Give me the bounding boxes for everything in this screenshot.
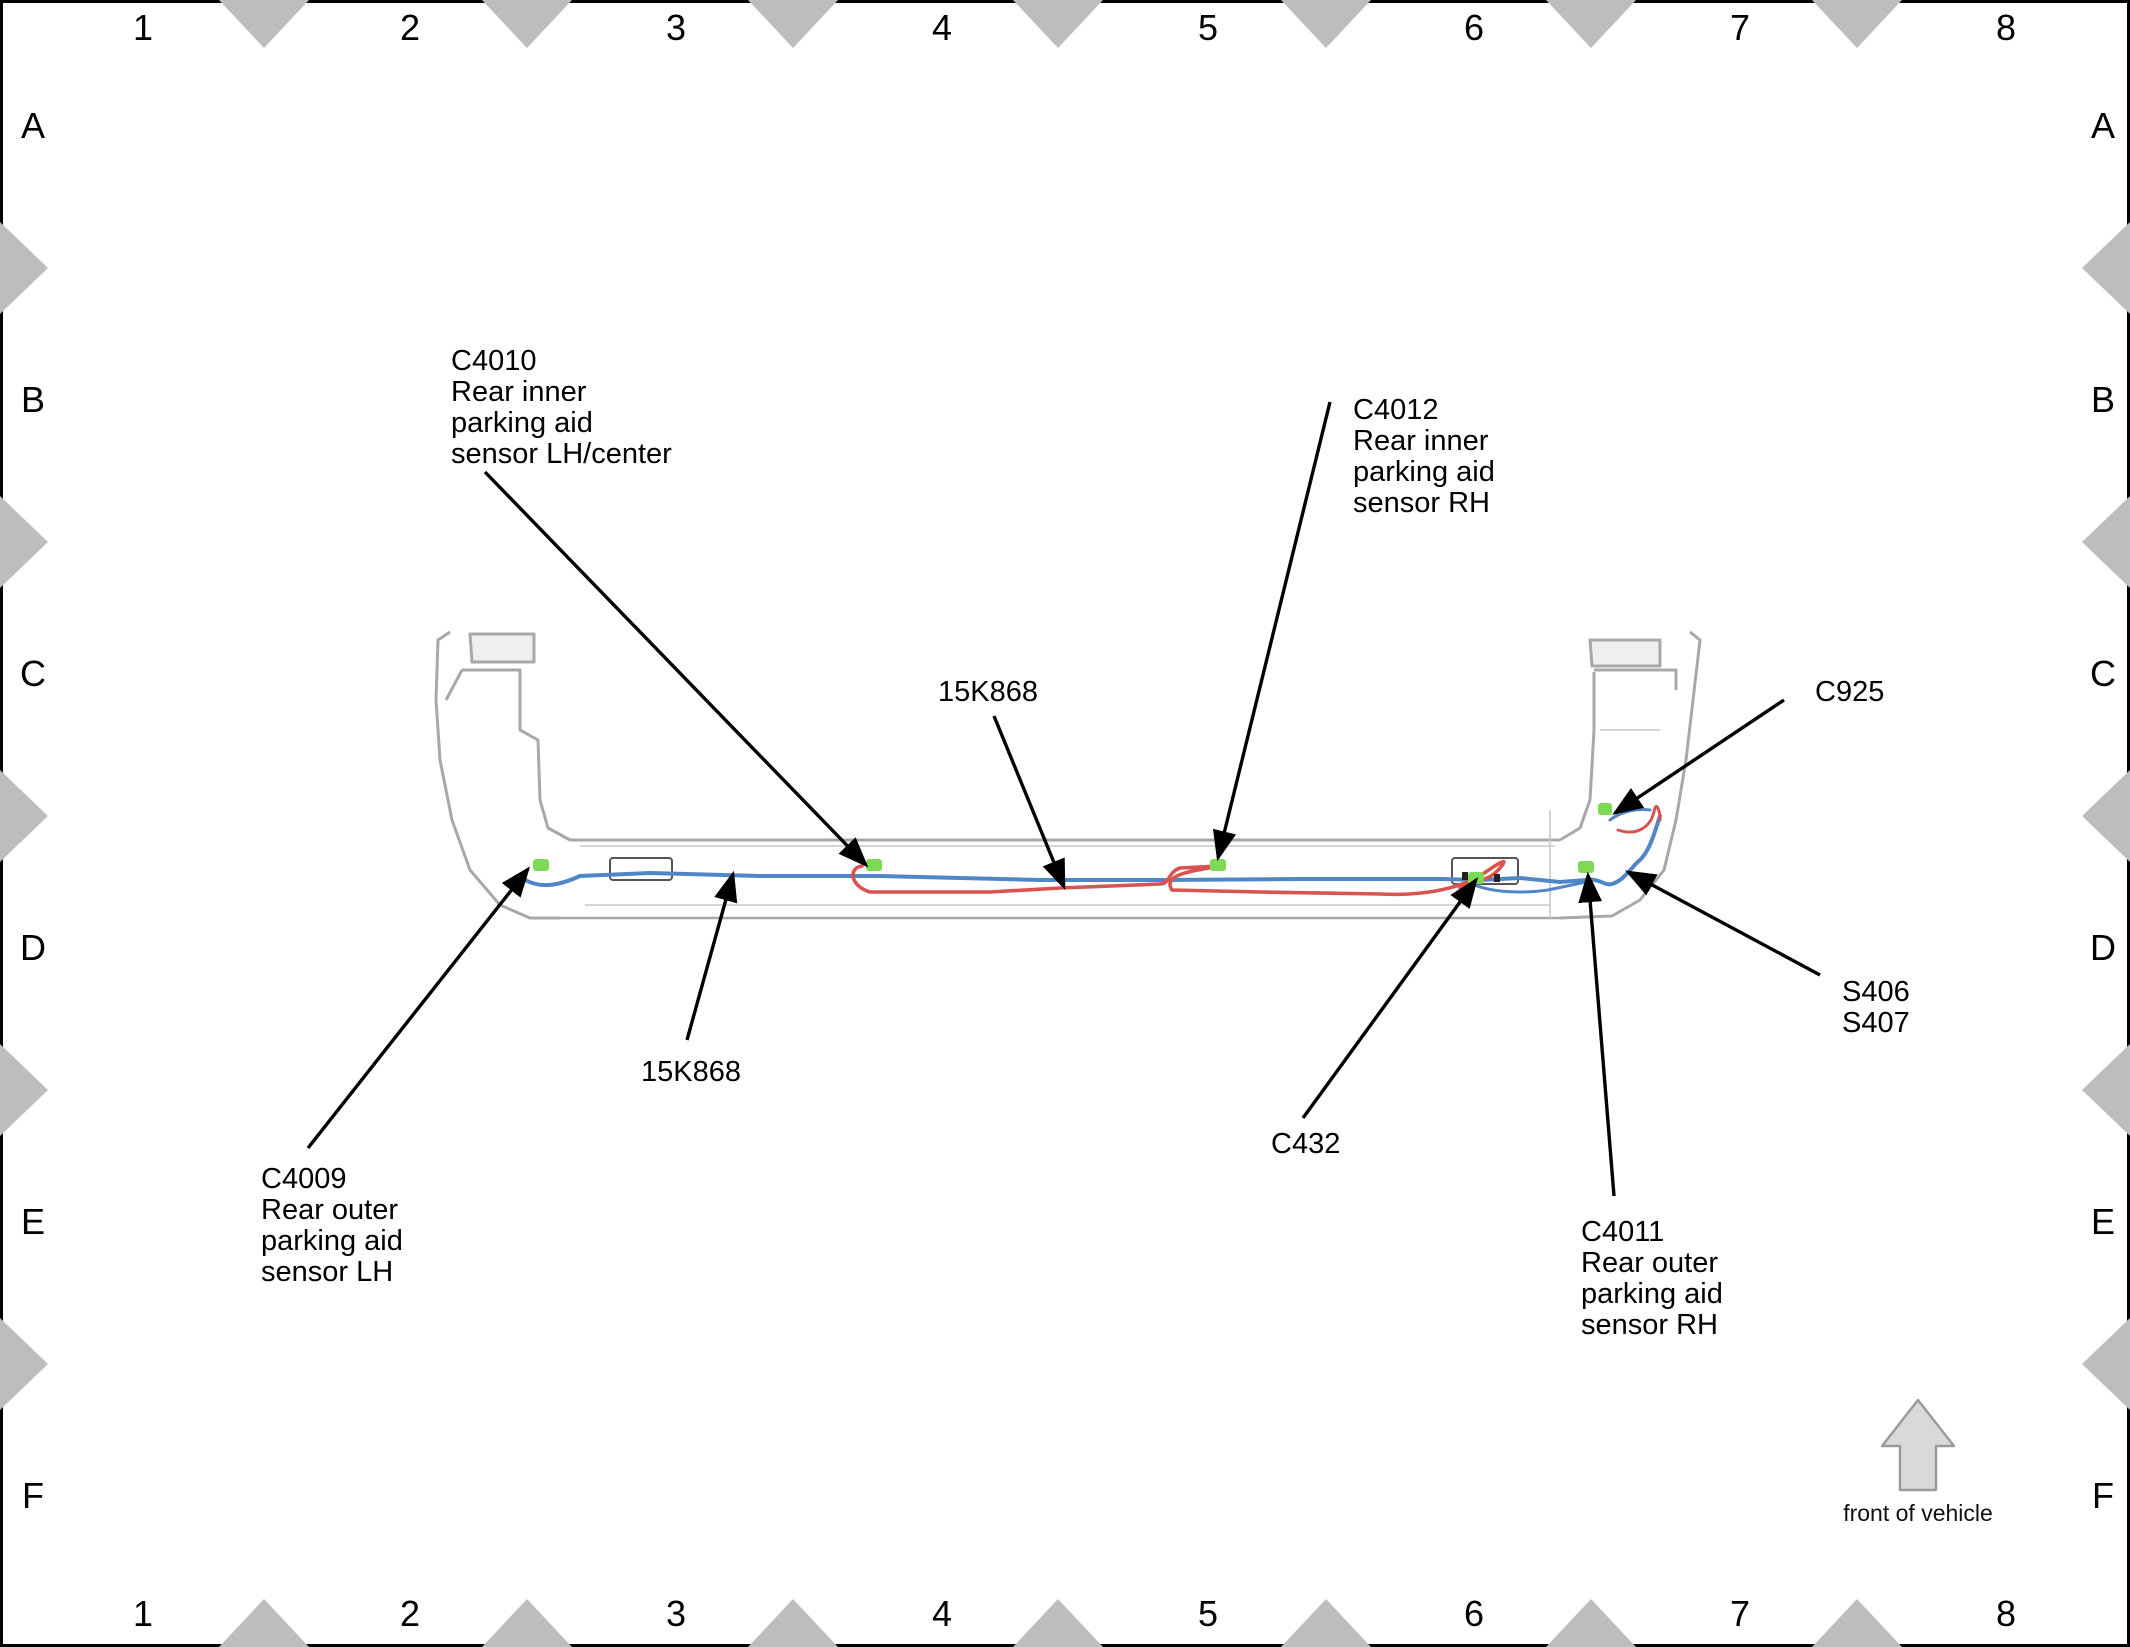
callout-line: S406 — [1842, 976, 1910, 1008]
callout-line: parking aid — [261, 1225, 403, 1257]
grid-rows-left: A B C D E F — [20, 105, 46, 1516]
connector-c4011 — [1578, 861, 1594, 873]
grid-row-label: F — [2092, 1475, 2114, 1516]
harness-blue-branch — [1470, 880, 1588, 894]
grid-column-label: 3 — [666, 7, 686, 48]
callout-c4009: C4009 Rear outer parking aid sensor LH — [261, 1163, 403, 1288]
callout-c432: C432 — [1271, 1128, 1340, 1160]
leader-c4010 — [483, 470, 869, 868]
grid-row-label: B — [2091, 379, 2115, 420]
grid-row-label: D — [2090, 927, 2116, 968]
connector-c432-body — [1462, 872, 1468, 880]
callout-line: parking aid — [451, 407, 593, 439]
callout-s406-s407: S406 S407 — [1842, 976, 1910, 1039]
harness-blue-wire — [520, 814, 1662, 888]
harness-red-wire — [851, 859, 1506, 897]
grid-column-label: 4 — [932, 7, 952, 48]
harness-red-c925-branch — [1616, 805, 1662, 834]
callout-line: Rear inner — [1353, 425, 1489, 457]
leader-15k868-top — [992, 715, 1066, 891]
grid-row-label: E — [21, 1201, 45, 1242]
grid-column-label: 3 — [666, 1593, 686, 1634]
callout-line: 15K868 — [641, 1056, 741, 1088]
grid-column-label: 5 — [1198, 7, 1218, 48]
callout-c4011: C4011 Rear outer parking aid sensor RH — [1581, 1216, 1723, 1341]
callout-line: Rear inner — [451, 376, 587, 408]
connector-c925 — [1598, 803, 1612, 815]
callout-line: C4010 — [451, 345, 536, 377]
grid-columns-top: 1 2 3 4 5 6 7 8 — [133, 7, 2016, 48]
leader-c4012 — [1212, 401, 1332, 862]
grid-column-label: 6 — [1464, 7, 1484, 48]
callout-line: sensor LH — [261, 1256, 393, 1288]
front-of-vehicle-label: front of vehicle — [1843, 1500, 1993, 1526]
callout-line: parking aid — [1581, 1278, 1723, 1310]
callout-line: sensor RH — [1353, 487, 1490, 519]
grid-row-label: A — [2091, 105, 2115, 146]
callout-line: C925 — [1815, 676, 1884, 708]
leader-15k868-bottom — [685, 870, 738, 1041]
grid-row-label: C — [20, 653, 46, 694]
grid-row-label: E — [2091, 1201, 2115, 1242]
callout-line: C4009 — [261, 1163, 346, 1195]
callout-15k868-top: 15K868 — [938, 676, 1038, 708]
connector-c432-body — [1494, 874, 1500, 882]
callout-line: C4012 — [1353, 394, 1438, 426]
connector-c4012 — [1210, 859, 1226, 871]
grid-column-label: 1 — [133, 7, 153, 48]
leader-c4009 — [306, 866, 531, 1150]
callout-line: parking aid — [1353, 456, 1495, 488]
callout-line: Rear outer — [261, 1194, 398, 1226]
grid-column-label: 6 — [1464, 1593, 1484, 1634]
grid-column-label: 8 — [1996, 7, 2016, 48]
grid-row-label: B — [21, 379, 45, 420]
grid-column-label: 7 — [1730, 1593, 1750, 1634]
grid-column-label: 2 — [400, 1593, 420, 1634]
leader-c432 — [1301, 877, 1478, 1119]
grid-column-label: 8 — [1996, 1593, 2016, 1634]
grid-column-label: 4 — [932, 1593, 952, 1634]
grid-column-label: 2 — [400, 7, 420, 48]
callout-line: C432 — [1271, 1128, 1340, 1160]
leader-c4011 — [1578, 871, 1616, 1197]
grid-column-label: 7 — [1730, 7, 1750, 48]
callout-c4010: C4010 Rear inner parking aid sensor LH/c… — [451, 345, 672, 470]
callout-line: C4011 — [1581, 1216, 1664, 1248]
leader-s406-s407 — [1625, 870, 1821, 977]
callout-15k868-bottom: 15K868 — [641, 1056, 741, 1088]
grid-columns-bottom: 1 2 3 4 5 6 7 8 — [133, 1593, 2016, 1634]
callout-line: sensor LH/center — [451, 438, 672, 470]
leader-c925 — [1612, 698, 1785, 815]
callout-c4012: C4012 Rear inner parking aid sensor RH — [1353, 394, 1495, 519]
grid-column-label: 1 — [133, 1593, 153, 1634]
rear-bumper-outline — [434, 630, 1702, 920]
grid-row-label: C — [2090, 653, 2116, 694]
connector-c4010 — [866, 859, 882, 871]
callout-line: 15K868 — [938, 676, 1038, 708]
callout-line: S407 — [1842, 1007, 1910, 1039]
up-arrow-icon — [1880, 1398, 1956, 1492]
leader-lines — [306, 401, 1821, 1197]
connector-c4009 — [533, 859, 549, 871]
callout-line: sensor RH — [1581, 1309, 1718, 1341]
grid-row-label: A — [21, 105, 45, 146]
grid-row-label: F — [22, 1475, 44, 1516]
grid-row-label: D — [20, 927, 46, 968]
orientation-indicator: front of vehicle — [1843, 1398, 1993, 1526]
connectors — [533, 803, 1612, 884]
callout-c925: C925 — [1815, 676, 1884, 708]
callout-line: Rear outer — [1581, 1247, 1718, 1279]
grid-rows-right: A B C D E F — [2090, 105, 2116, 1516]
grid-column-label: 5 — [1198, 1593, 1218, 1634]
